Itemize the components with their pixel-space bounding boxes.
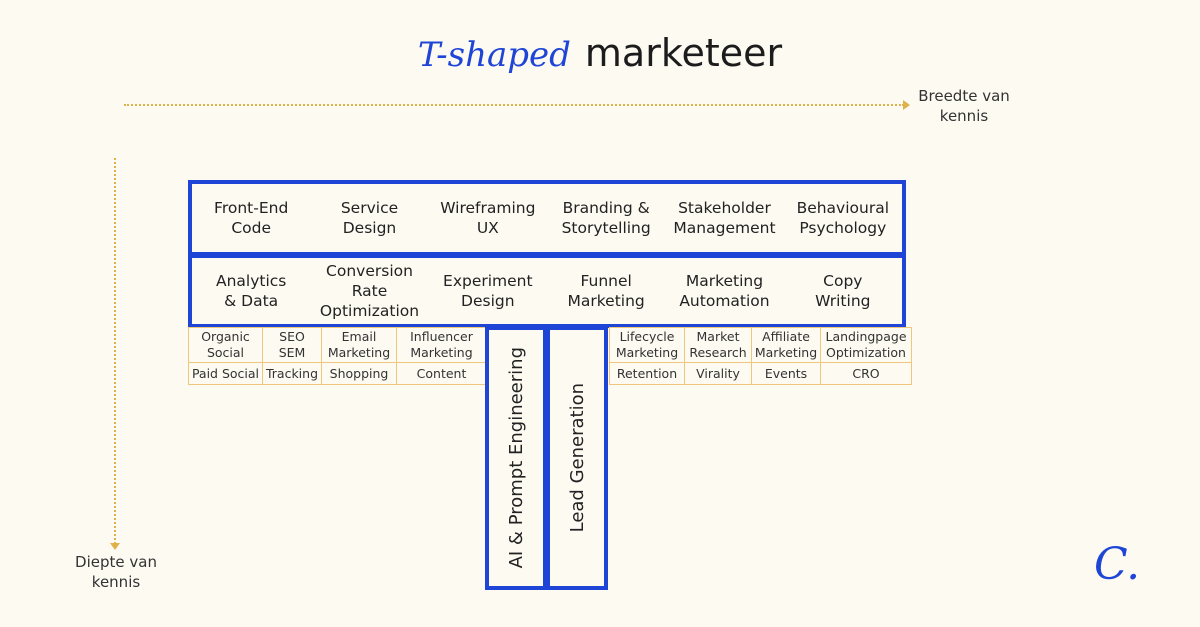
grid-cell: Virality — [684, 362, 752, 385]
title-accent: T-shaped — [417, 35, 571, 75]
grid-cell: Paid Social — [188, 362, 263, 385]
depth-arrow — [110, 158, 120, 550]
page-title: T-shaped marketeer — [0, 28, 1200, 80]
brand-logo: C. — [1094, 539, 1141, 590]
breadth-label-line: Breedte van — [918, 87, 1010, 105]
deep-skill-label: AI & Prompt Engineering — [505, 347, 527, 569]
deep-skill-ai-prompt-engineering: AI & Prompt Engineering — [485, 326, 547, 590]
grid-cell: Content — [396, 362, 487, 385]
depth-label: Diepte van kennis — [64, 552, 168, 592]
skill-branding-storytelling: Branding &Storytelling — [561, 199, 651, 237]
deep-skill-lead-generation: Lead Generation — [546, 326, 608, 590]
grid-cell: Shopping — [321, 362, 397, 385]
skill-analytics-data: Analytics& Data — [215, 272, 287, 310]
breadth-label: Breedte van kennis — [908, 86, 1020, 126]
breadth-label-line: kennis — [939, 107, 989, 125]
grid-cell: Events — [751, 362, 821, 385]
depth-label-line: Diepte van — [75, 553, 157, 571]
grid-cell: Tracking — [262, 362, 322, 385]
grid-cell: Retention — [609, 362, 685, 385]
depth-label-line: kennis — [91, 573, 141, 591]
breadth-arrow — [124, 100, 910, 110]
title-rest: marketeer — [584, 31, 783, 75]
grid-cell: CRO — [820, 362, 912, 385]
deep-skill-label: Lead Generation — [566, 383, 588, 533]
